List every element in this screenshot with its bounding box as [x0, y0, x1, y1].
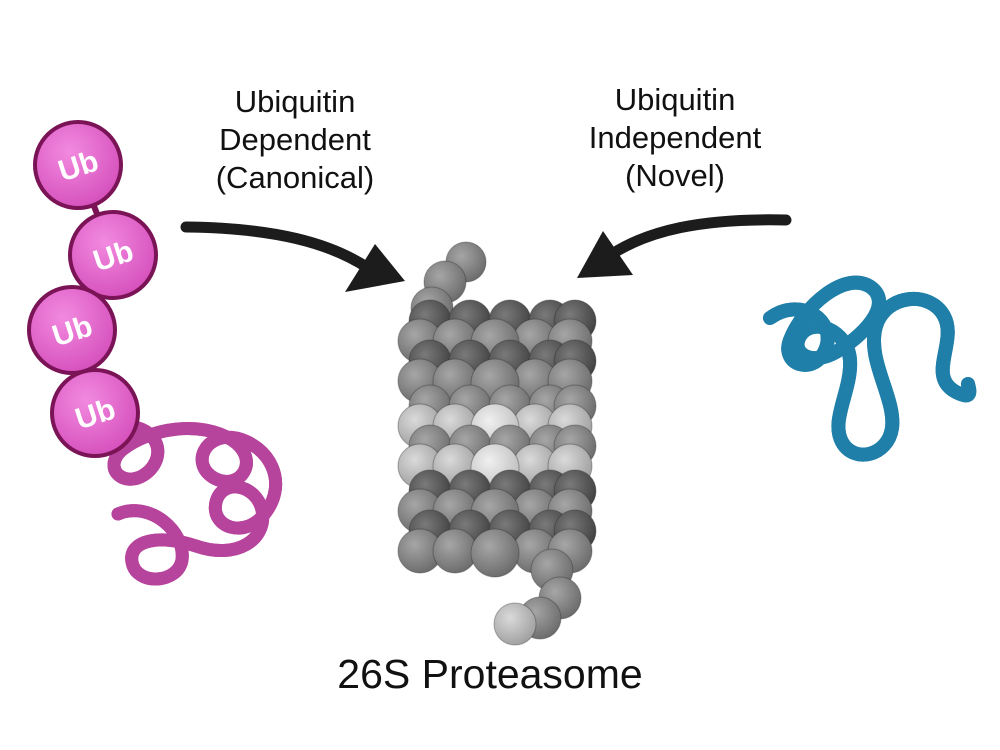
label-independent-line2: Independent — [588, 120, 762, 155]
label-dependent-line1: Ubiquitin — [234, 84, 356, 119]
ubiquitin-1: Ub — [33, 120, 123, 210]
label-ubiquitin-independent: Ubiquitin Independent (Novel) — [540, 81, 810, 195]
label-independent-line3: (Novel) — [625, 158, 725, 193]
label-proteasome: 26S Proteasome — [337, 651, 643, 697]
arrow-independent — [577, 214, 792, 278]
proteasome-subunit — [432, 528, 478, 574]
ubiquitinated-substrate — [101, 426, 276, 579]
label-dependent-line2: Dependent — [219, 122, 371, 157]
label-dependent-line3: (Canonical) — [215, 160, 375, 195]
label-ubiquitin-dependent: Ubiquitin Dependent (Canonical) — [160, 83, 430, 197]
ubiquitin-3: Ub — [27, 285, 117, 375]
free-substrate — [763, 283, 969, 455]
ubiquitin-2: Ub — [68, 210, 158, 300]
arrow-dependent — [180, 221, 405, 292]
ubiquitin-4: Ub — [50, 368, 140, 458]
proteasome-subunit — [470, 528, 520, 578]
proteasome — [397, 241, 597, 646]
proteasome-subunit — [493, 602, 537, 646]
ubiquitin-chain: Ub Ub Ub Ub — [27, 120, 158, 458]
label-independent-line1: Ubiquitin — [614, 82, 736, 117]
